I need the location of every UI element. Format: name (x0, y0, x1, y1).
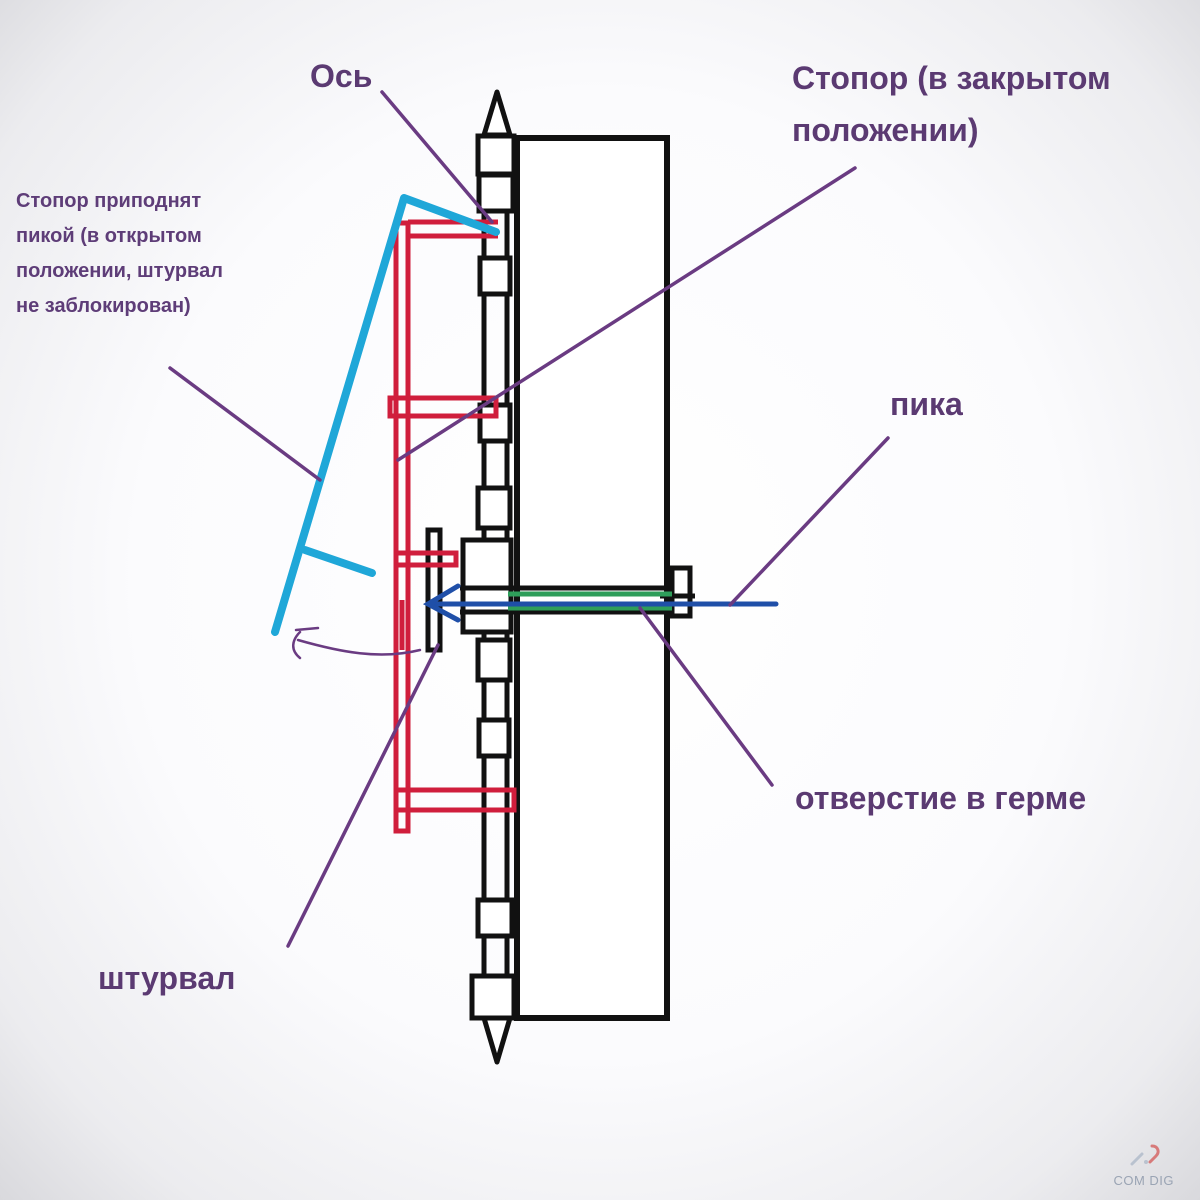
label-stopper-open-line3: положении, штурвал (16, 260, 223, 282)
label-stopper-open-line1: Стопор приподнят (16, 190, 202, 212)
stopper-open-position (271, 194, 500, 636)
label-stopper-open-line4: не заблокирован) (16, 295, 191, 317)
leader-lines (168, 90, 890, 948)
wheel-plate (425, 527, 443, 653)
hole-in-door (508, 591, 672, 611)
label-stopper-open-line2: пикой (в открытом (16, 225, 202, 247)
watermark: COM DIG (1113, 1173, 1174, 1188)
label-stopper-closed: Стопор (в закрытом положении) (792, 52, 1111, 156)
label-stopper-closed-line1: Стопор (в закрытом (792, 60, 1111, 96)
label-stopper-closed-line2: положении) (792, 112, 979, 148)
top-cone (481, 89, 513, 138)
leader-axis (380, 90, 494, 224)
label-hole: отверстие в герме (795, 780, 1087, 816)
lift-arrow (292, 626, 422, 660)
wheel-mechanism (387, 219, 517, 834)
leader-spike (728, 436, 890, 607)
label-wheel: штурвал (98, 960, 236, 996)
leader-stopper-closed (396, 166, 857, 462)
door-panel (514, 135, 670, 1021)
label-axis: Ось (310, 58, 373, 94)
spike (422, 583, 779, 623)
label-stopper-open: Стопор приподнят пикой (в открытом полож… (16, 184, 223, 324)
leader-hole (638, 606, 774, 787)
bottom-cone (481, 1015, 513, 1065)
leader-wheel (286, 643, 440, 948)
watermark-wrench-icon (1130, 1144, 1160, 1166)
leader-stopper-open (168, 366, 322, 482)
label-spike: пика (890, 386, 963, 422)
